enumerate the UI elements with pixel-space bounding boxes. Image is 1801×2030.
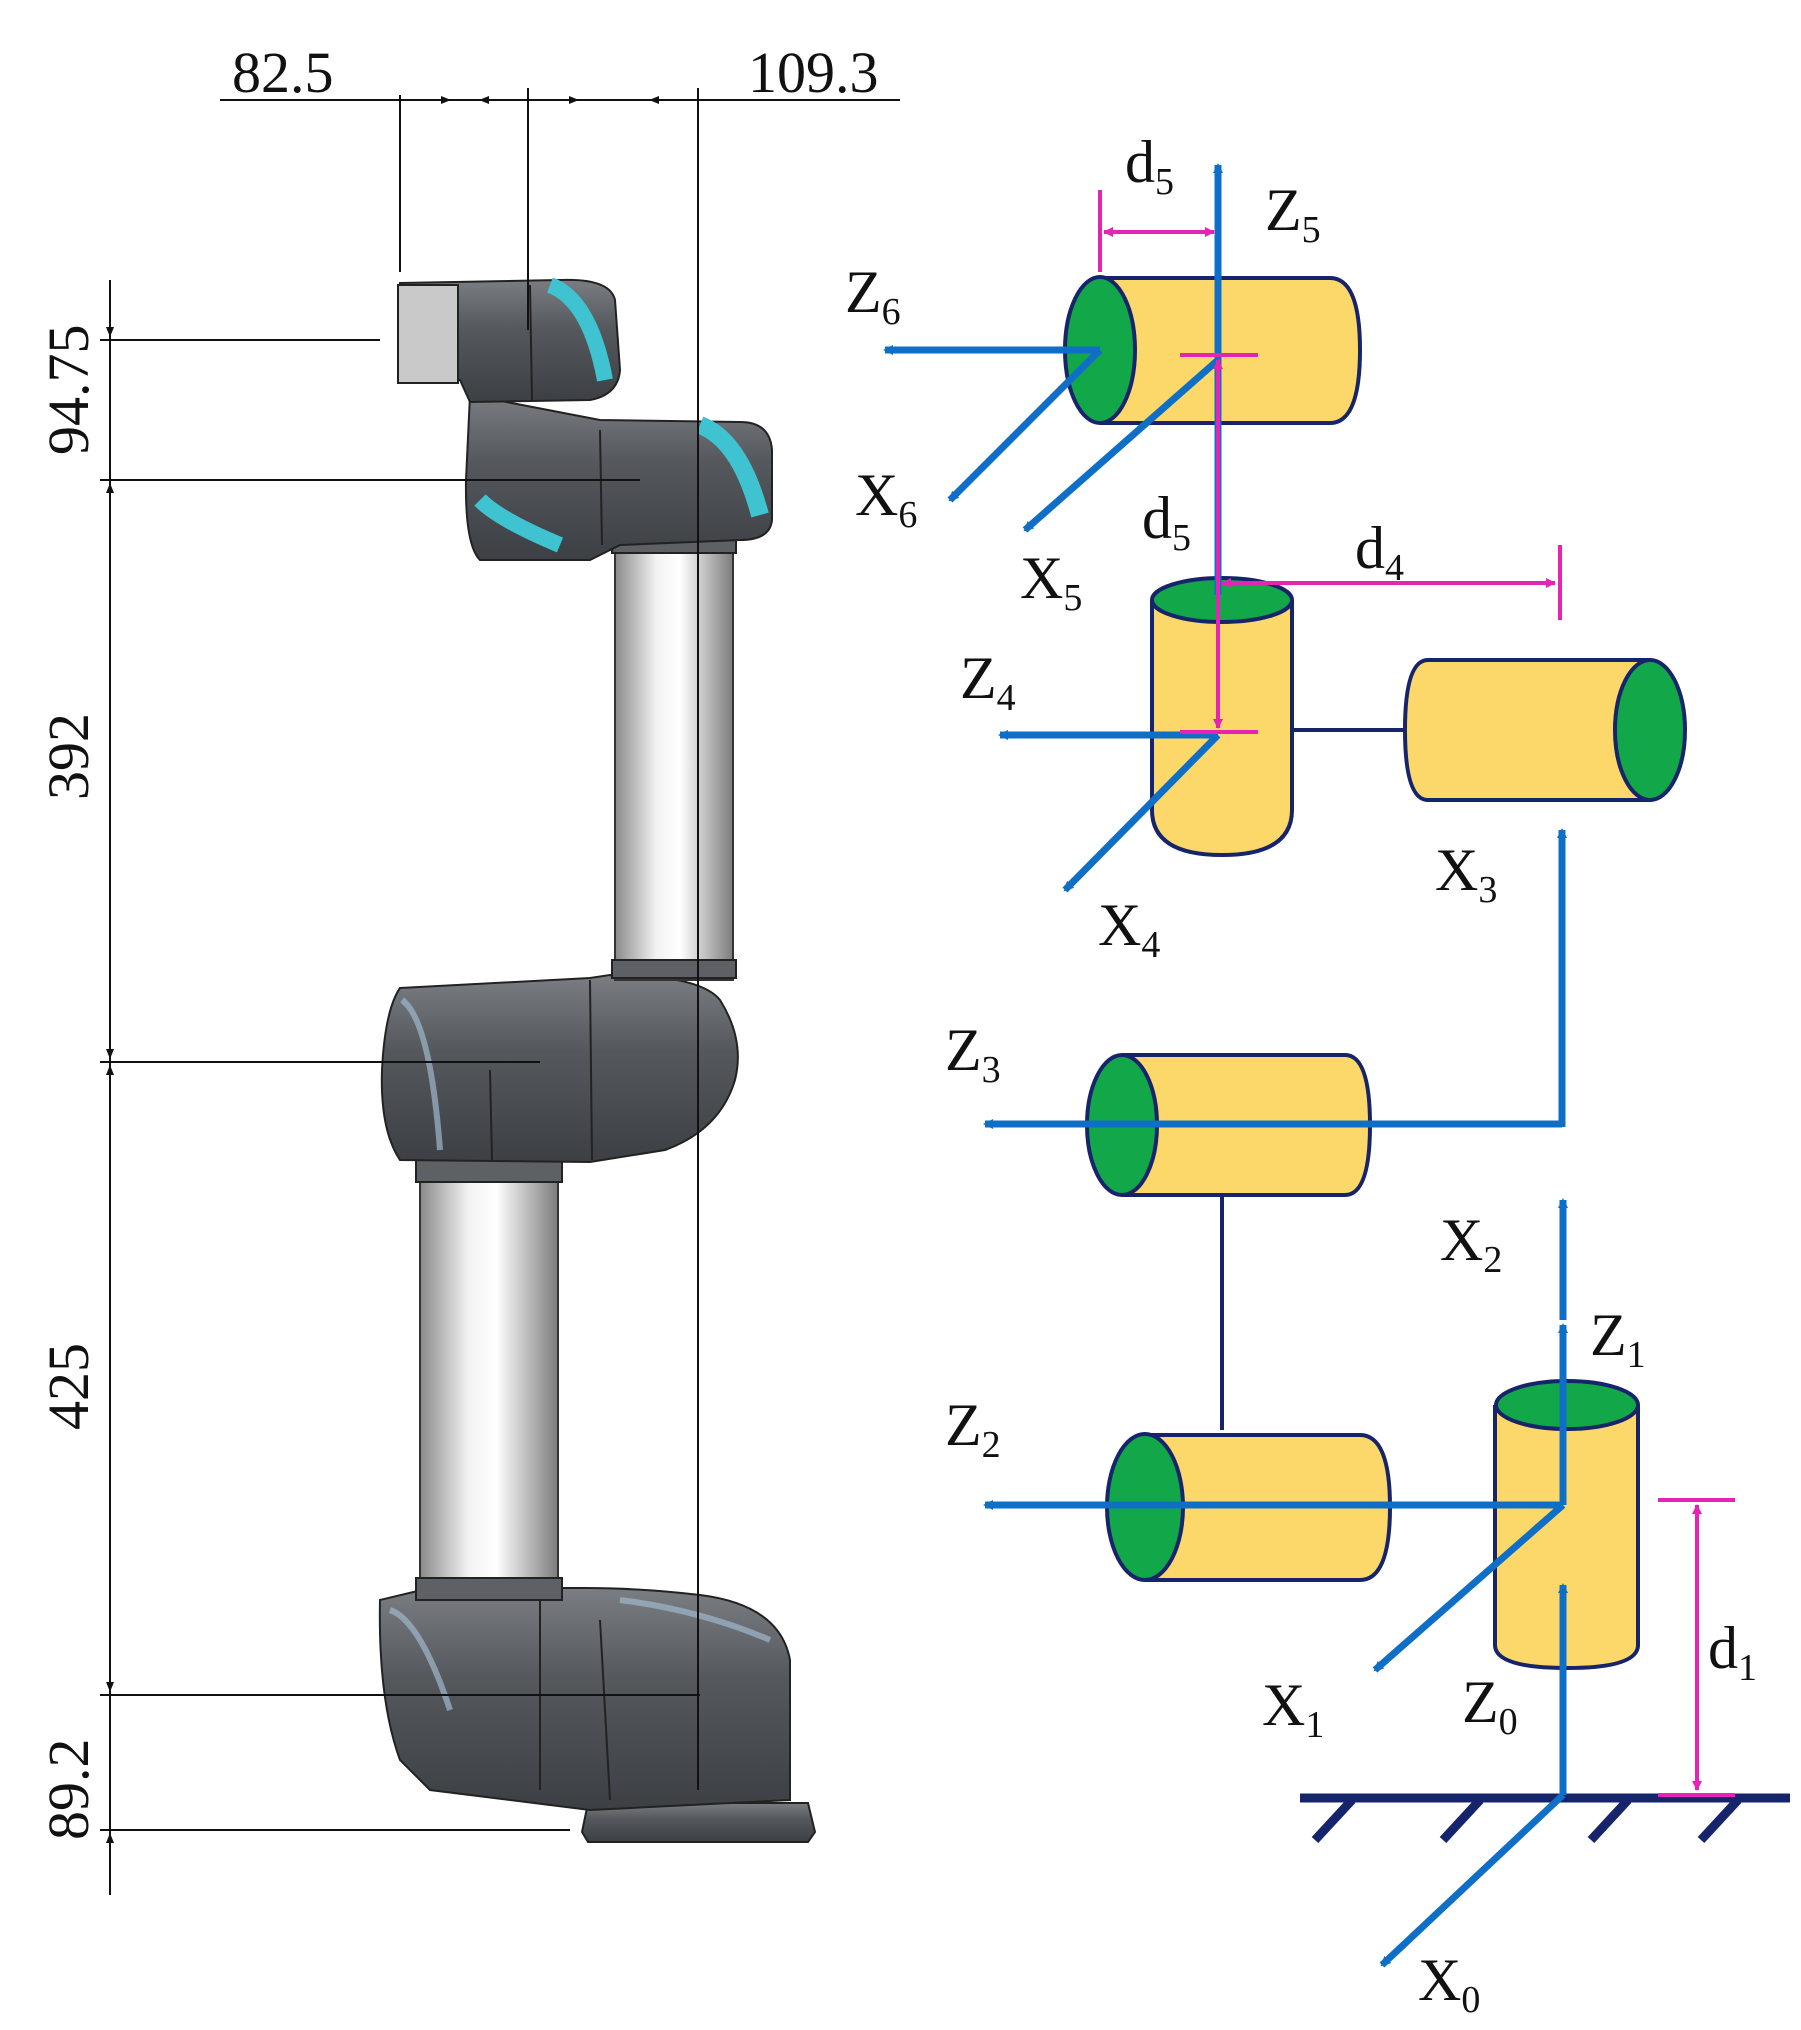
label-z4: Z4 [960,645,1016,719]
label-z2: Z2 [945,1392,1001,1466]
dim-82-5: 82.5 [232,40,334,105]
label-x6: X6 [855,462,917,536]
dim-425: 425 [36,1343,101,1430]
label-z0: Z0 [1462,1669,1518,1743]
x5-axis [1022,357,1221,533]
label-z1: Z1 [1590,1302,1646,1376]
x4-axis [1062,732,1221,893]
dimension-labels: 82.5 109.3 94.75 392 425 89.2 [36,40,879,1840]
joint-6-cylinder [1063,275,1363,425]
joint-4-cylinder [1150,576,1294,858]
base-flange [580,1802,817,1843]
label-d5-mid: d5 [1142,485,1191,559]
x0-axis [1379,1792,1566,1968]
x6-axis [947,347,1103,503]
offset-dimensions [1098,190,1735,1797]
label-z3: Z3 [945,1017,1001,1091]
dimension-lines [100,88,900,1895]
label-x0: X0 [1418,1947,1480,2021]
label-d1: d1 [1708,1615,1757,1689]
label-d4: d4 [1355,515,1404,589]
upper-arm-tube [419,1169,559,1591]
label-x3: X3 [1435,837,1497,911]
label-z6: Z6 [845,259,901,333]
links [1220,728,1405,1430]
frame-labels: Z5 d5 Z6 X6 d5 X5 d4 Z4 X4 X3 Z3 X2 Z1 Z… [845,129,1757,2021]
forearm-tube [614,539,734,981]
dim-94-75: 94.75 [36,325,101,456]
joint-1-cylinder [1493,1379,1640,1671]
label-z5: Z5 [1265,177,1321,251]
shoulder-joint [378,1587,791,1812]
label-x1: X1 [1262,1672,1324,1746]
tool-flange [397,284,459,384]
wrist-2-joint [464,393,773,561]
label-d5-top: d5 [1125,129,1174,203]
label-x2: X2 [1440,1207,1502,1281]
label-x4: X4 [1098,892,1160,966]
robot-arm-drawing [378,277,817,1843]
dim-109-3: 109.3 [748,40,879,105]
joint-3b-cylinder [1402,658,1687,802]
ground [1300,1793,1790,1844]
x1-axis [1372,1502,1566,1673]
dim-89-2: 89.2 [36,1739,101,1841]
label-x5: X5 [1020,545,1082,619]
elbow-joint [380,973,739,1164]
dim-392: 392 [36,713,101,800]
